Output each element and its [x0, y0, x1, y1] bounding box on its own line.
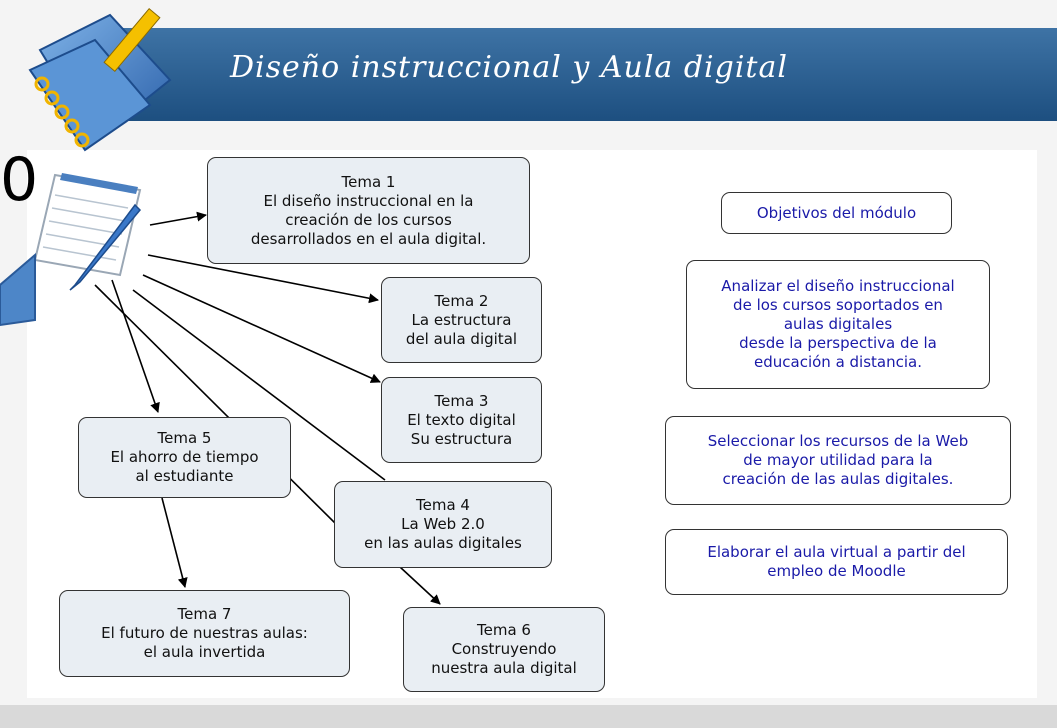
topic-box-tema-4: Tema 4 La Web 2.0 en las aulas digitales — [334, 481, 552, 568]
objective-text: desde la perspectiva de la — [739, 334, 937, 352]
line-through-tema5 — [94, 284, 341, 529]
topic-title: Tema 3 — [434, 391, 489, 410]
topic-title: Tema 5 — [157, 429, 212, 447]
topic-text: nuestra aula digital — [431, 659, 577, 677]
topic-title: Tema 7 — [177, 605, 232, 623]
objective-box-1: Analizar el diseño instruccional de los … — [686, 260, 990, 389]
arrow-to-tema7 — [161, 497, 188, 588]
topic-text: al estudiante — [135, 467, 234, 485]
header-banner — [115, 28, 1057, 121]
page-title: Diseño instruccional y Aula digital — [230, 50, 788, 85]
topic-box-tema-2: Tema 2 La estructura del aula digital — [381, 277, 542, 363]
topic-box-tema-6: Tema 6 Construyendo nuestra aula digital — [403, 607, 605, 692]
topic-text: Construyendo — [451, 640, 557, 658]
objectives-header-box: Objetivos del módulo — [721, 192, 952, 234]
topic-box-tema-7: Tema 7 El futuro de nuestras aulas: el a… — [59, 590, 350, 677]
topic-text: El diseño instruccional en la — [263, 191, 474, 210]
topic-text: Su estructura — [410, 429, 513, 448]
objectives-header: Objetivos del módulo — [756, 203, 917, 222]
topic-text: La Web 2.0 — [401, 515, 485, 533]
topic-text: El texto digital — [407, 410, 516, 429]
blue-arrow-shape — [0, 252, 36, 327]
objective-text: Seleccionar los recursos de la Web — [707, 432, 969, 450]
topic-title: Tema 4 — [416, 496, 470, 514]
topic-text: La estructura — [411, 310, 512, 329]
corner-text: 0 — [0, 145, 39, 215]
arrow-to-tema1 — [149, 211, 207, 226]
line-to-tema4 — [132, 289, 386, 481]
topic-title: Tema 2 — [434, 291, 489, 310]
objective-text: de los cursos soportados en — [733, 296, 943, 314]
arrow-to-tema5 — [111, 279, 160, 413]
topic-text: desarrollados en el aula digital. — [250, 229, 487, 248]
arrow-to-tema2 — [147, 254, 379, 304]
topic-box-tema-1: Tema 1 El diseño instruccional en la cre… — [207, 157, 530, 264]
folder-pencil-icon — [28, 7, 172, 152]
topic-text: en las aulas digitales — [364, 534, 522, 552]
topic-text: del aula digital — [405, 329, 518, 348]
arrow-to-tema3 — [142, 274, 381, 383]
objective-text: empleo de Moodle — [767, 562, 906, 580]
objective-text: de mayor utilidad para la — [743, 451, 933, 469]
objective-box-3: Elaborar el aula virtual a partir del em… — [665, 529, 1008, 595]
topic-text: el aula invertida — [143, 643, 266, 661]
objective-text: Elaborar el aula virtual a partir del — [707, 543, 966, 561]
topic-text: creación de los cursos — [285, 210, 452, 229]
objective-text: educación a distancia. — [754, 353, 922, 371]
topic-title: Tema 1 — [341, 172, 396, 191]
arrow-to-tema6 — [399, 566, 441, 605]
topic-title: Tema 6 — [477, 621, 531, 639]
objective-text: aulas digitales — [783, 315, 893, 333]
objective-text: Analizar el diseño instruccional — [721, 277, 955, 295]
bottom-strip — [0, 705, 1057, 728]
notepad-pen-icon — [33, 173, 142, 291]
topic-box-tema-3: Tema 3 El texto digital Su estructura — [381, 377, 542, 463]
objective-box-2: Seleccionar los recursos de la Web de ma… — [665, 416, 1011, 505]
objective-text: creación de las aulas digitales. — [722, 470, 954, 488]
topic-text: El futuro de nuestras aulas: — [101, 624, 308, 642]
topic-text: El ahorro de tiempo — [110, 448, 259, 466]
topic-box-tema-5: Tema 5 El ahorro de tiempo al estudiante — [78, 417, 291, 498]
